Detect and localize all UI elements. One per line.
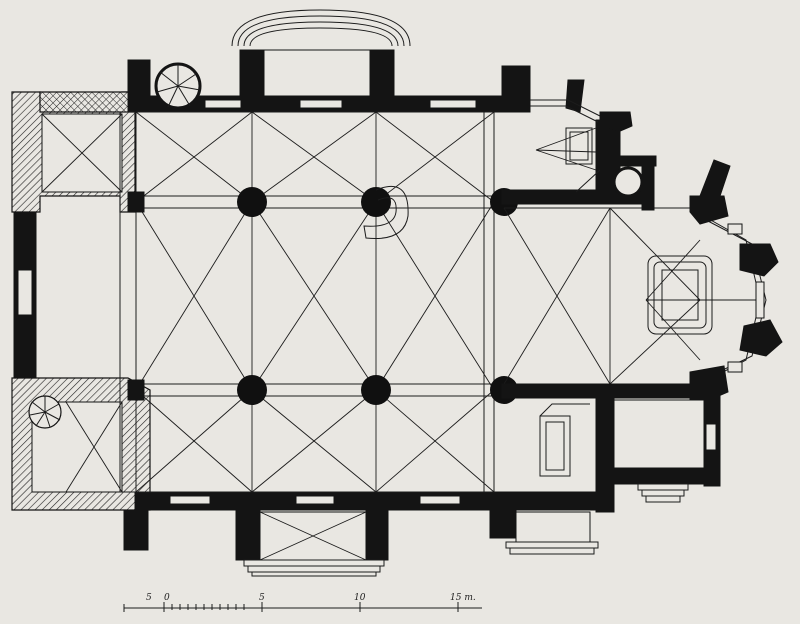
respond xyxy=(127,191,145,213)
west-tower-north xyxy=(11,91,136,213)
west-tower-south xyxy=(11,377,151,511)
pier xyxy=(361,187,391,217)
respond xyxy=(127,379,145,401)
south-sacristy xyxy=(501,383,721,513)
pier xyxy=(237,187,267,217)
south-porch xyxy=(243,511,385,577)
north-porch xyxy=(231,9,411,97)
scale-tick-label: 0 xyxy=(164,593,170,603)
scale-tick-label: 5 xyxy=(146,593,152,603)
scale-tick-label: 10 xyxy=(354,593,366,603)
west-window xyxy=(17,269,33,316)
altar xyxy=(647,255,713,335)
nave xyxy=(119,111,495,493)
pier xyxy=(237,375,267,405)
choir xyxy=(503,207,760,385)
pier xyxy=(361,375,391,405)
scale-bar: 5 0 5 10 15 m. xyxy=(123,593,482,612)
pulpit-stair xyxy=(363,185,409,240)
south-entrance xyxy=(505,511,599,555)
north-chapel xyxy=(501,79,657,211)
stair-spiral-southwest xyxy=(29,396,61,428)
scale-tick-label: 15 m. xyxy=(450,593,476,603)
south-wall xyxy=(123,491,606,561)
stair-spiral-northwest xyxy=(154,62,202,110)
scale-tick-label: 5 xyxy=(259,593,265,603)
apse xyxy=(689,159,783,405)
